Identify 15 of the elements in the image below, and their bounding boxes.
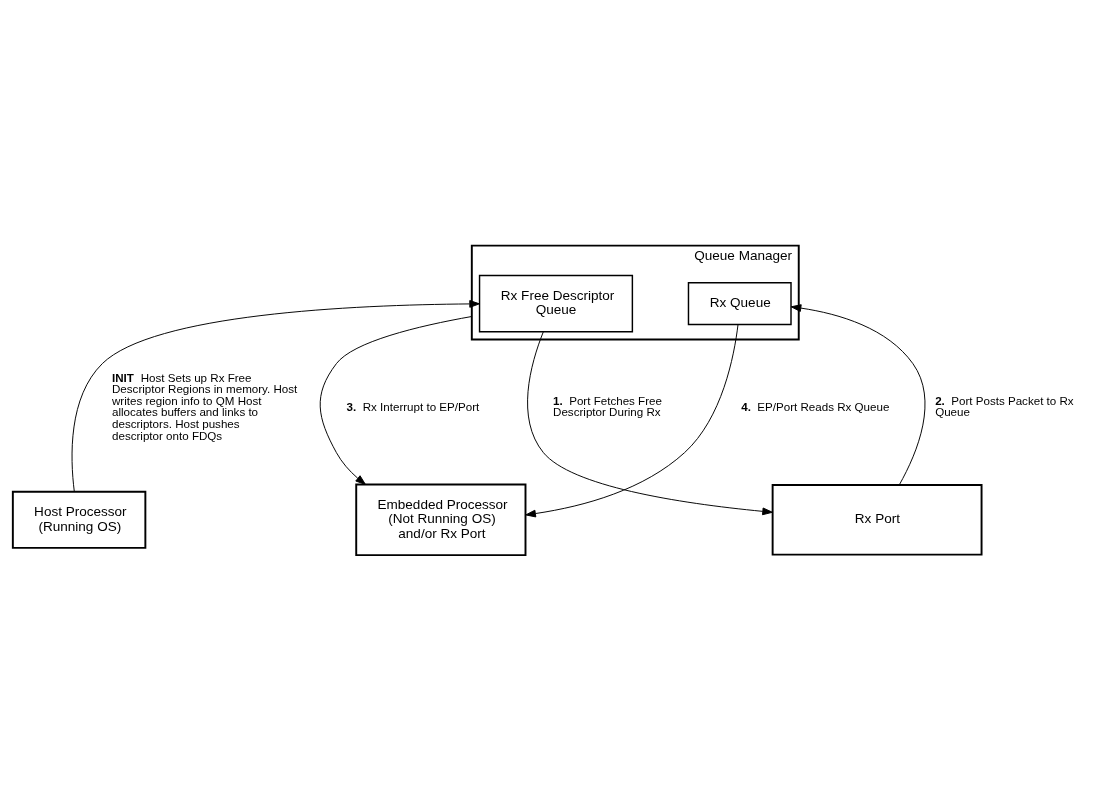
node-box: Rx Port xyxy=(771,483,983,556)
arrow xyxy=(319,315,473,485)
edge-label: INIT Host Sets up Rx Free Descriptor Regions in memory. Host writes region info to QM Host allocates buffers and links to descriptors. Host pushes descriptor onto FDQs xyxy=(111,370,298,442)
edge-label: 3. Rx Interrupt to EP/Port xyxy=(346,399,480,413)
arrow xyxy=(790,303,926,485)
node-box: Rx Free Descriptor Queue xyxy=(478,274,634,332)
edge-label: 4. EP/Port Reads Rx Queue xyxy=(741,399,890,413)
node-box: Host Processor (Running OS) xyxy=(11,490,147,549)
arrow xyxy=(71,299,480,492)
arrow xyxy=(525,323,739,517)
arrow xyxy=(527,330,773,515)
node-box: Rx Queue xyxy=(687,281,792,325)
node-box: Embedded Processor (Not Running OS) and/or Rx Port xyxy=(355,483,527,556)
edge-label: 2. Port Posts Packet to Rx Queue xyxy=(935,393,1074,418)
edge-label: 1. Port Fetches Free Descriptor During Rx xyxy=(553,393,662,418)
